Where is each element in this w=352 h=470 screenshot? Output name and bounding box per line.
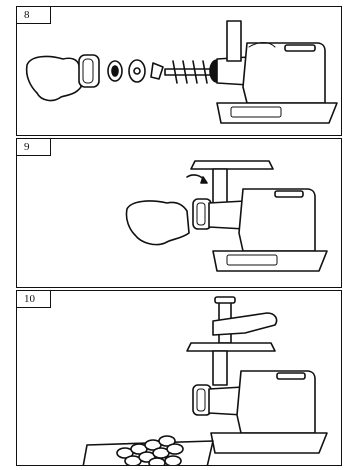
hand-icon (126, 201, 189, 245)
motor-body (243, 43, 325, 103)
base-tray (211, 433, 327, 453)
hopper-tray (187, 343, 275, 351)
motor-body (237, 371, 315, 433)
auger (165, 61, 217, 83)
step-9-panel: 9 (16, 138, 342, 288)
assembly-illustration (17, 139, 342, 288)
ground-meat (117, 436, 183, 466)
hopper-tray (191, 161, 273, 169)
disassembly-illustration (17, 7, 342, 136)
motor-body (239, 189, 315, 251)
hand-icon (27, 57, 81, 101)
operation-illustration (17, 291, 342, 466)
step-8-panel: 8 (16, 6, 342, 136)
blade (151, 63, 163, 79)
step-10-panel: 10 (16, 290, 342, 466)
